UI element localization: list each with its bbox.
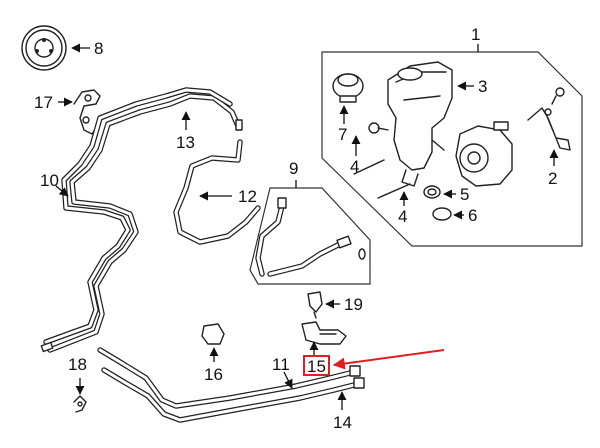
plug-cap-part: [432, 207, 452, 221]
callout-16: 16: [204, 365, 223, 384]
callout-19: 19: [344, 295, 363, 314]
seal-ring-part: [423, 185, 441, 199]
callout-18: 18: [68, 355, 87, 374]
callout-6: 6: [468, 206, 477, 225]
return-hose-part: [173, 139, 261, 245]
callout-17: 17: [34, 93, 53, 112]
callout-5: 5: [460, 185, 469, 204]
clamp-18-part: [73, 395, 87, 413]
callout-1: 1: [471, 25, 480, 44]
highlight-box-15: [303, 355, 330, 376]
reservoir-part: [387, 61, 453, 187]
pressure-line-part: [40, 87, 243, 353]
callout-7: 7: [338, 125, 347, 144]
pressure-sensor-part: [307, 291, 323, 319]
callout-2: 2: [548, 169, 557, 188]
clip-16-part: [201, 323, 225, 345]
callout-12: 12: [238, 187, 257, 206]
mounting-bolt-part: [551, 87, 565, 105]
reservoir-cap-part: [332, 73, 364, 103]
bolt-part: [368, 122, 389, 134]
line-clamp-bracket-part: [73, 89, 101, 135]
callout-15: 15: [307, 357, 326, 376]
assembly-1-box: [321, 44, 583, 247]
callout-9: 9: [289, 159, 298, 178]
pulley-part: [21, 25, 67, 71]
callout-3: 3: [478, 77, 487, 96]
callout-4-upper: 4: [350, 157, 359, 176]
hose-assembly-9-box: [249, 180, 371, 285]
bracket-15-part: [301, 321, 347, 345]
power-steering-pump-part: [455, 121, 513, 187]
callout-10: 10: [40, 171, 59, 190]
callout-4-lower: 4: [398, 207, 407, 226]
callout-8: 8: [94, 39, 103, 58]
cooler-line-part: [97, 347, 365, 423]
callout-14: 14: [333, 413, 352, 432]
pump-bracket-part: [527, 107, 571, 151]
callout-11: 11: [272, 355, 290, 374]
pin-lower-part: [377, 183, 411, 199]
pin-upper-part: [353, 159, 385, 175]
highlight-arrow: [332, 349, 445, 370]
callout-13: 13: [176, 133, 195, 152]
